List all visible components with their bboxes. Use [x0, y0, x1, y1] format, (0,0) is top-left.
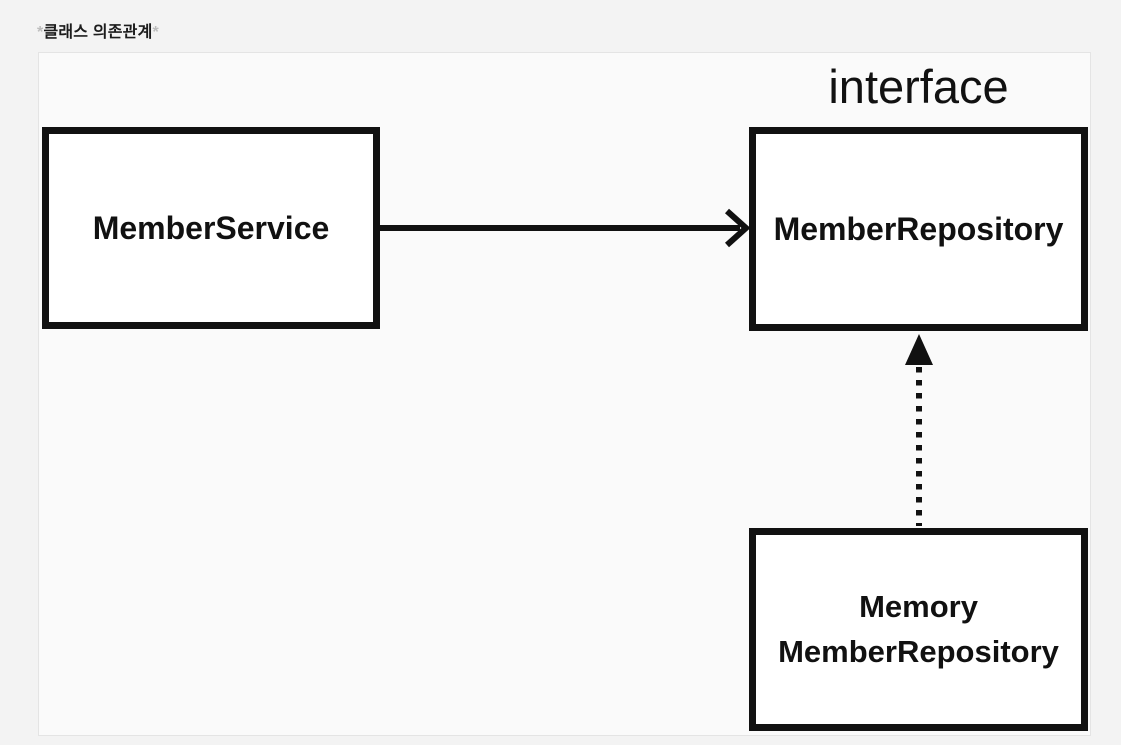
node-member-repository-label: MemberRepository [773, 210, 1064, 247]
node-member-repository: MemberRepository [749, 127, 1088, 331]
node-member-service-label: MemberService [92, 209, 330, 246]
dependency-arrow [380, 208, 751, 248]
title-asterisk-right: * [152, 24, 159, 41]
node-memory-member-repository-label-line2: MemberRepository [778, 633, 1059, 669]
page-title: *클래스 의존관계* [37, 18, 159, 42]
diagram-canvas: interface MemberService MemberRepository… [38, 52, 1091, 736]
title-text: 클래스 의존관계 [43, 24, 153, 41]
node-member-service: MemberService [42, 127, 380, 329]
interface-label: interface [828, 60, 1009, 113]
implements-arrow [905, 334, 933, 526]
node-memory-member-repository-label-line1: Memory [859, 589, 978, 625]
title-asterisk-left: * [37, 24, 44, 41]
node-memory-member-repository: Memory MemberRepository [749, 528, 1088, 731]
